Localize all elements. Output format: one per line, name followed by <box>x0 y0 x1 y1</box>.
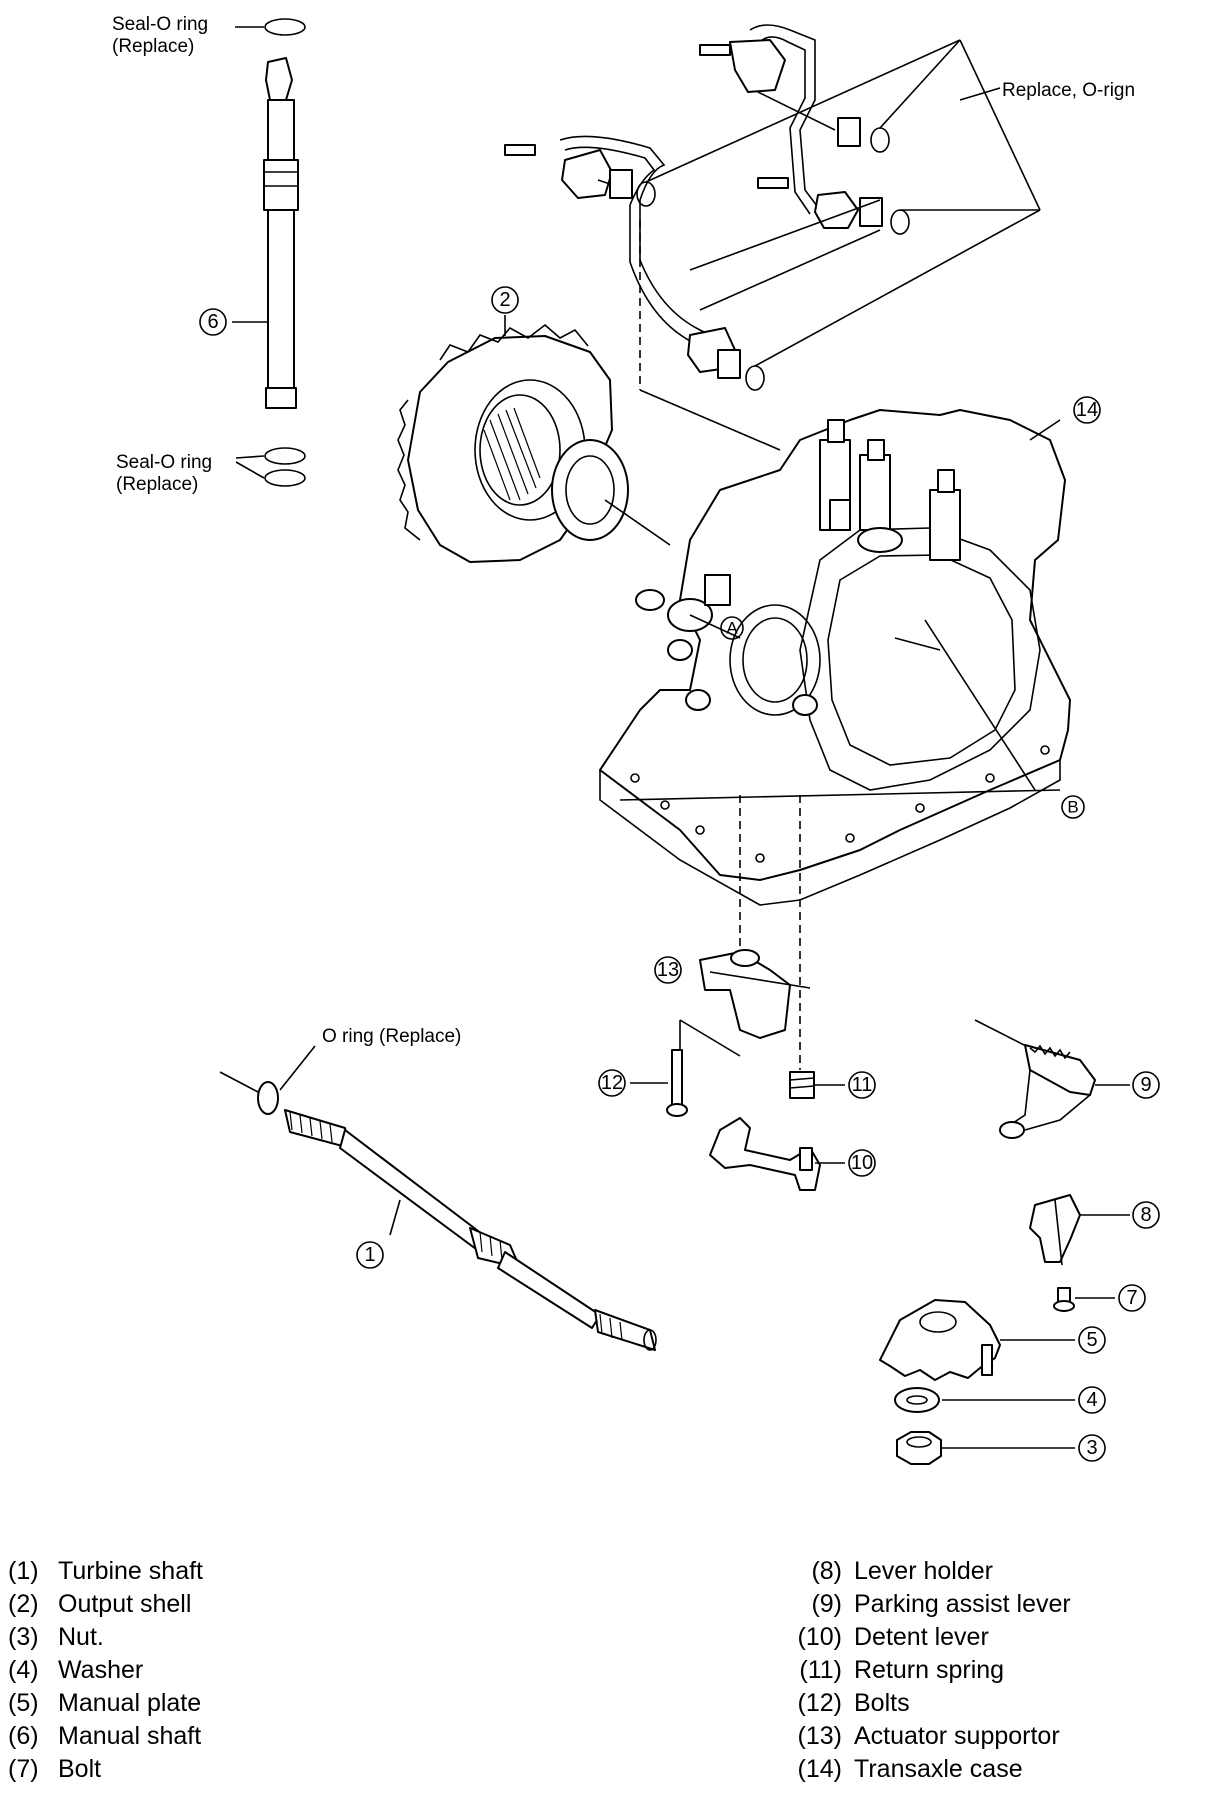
marker-9: 9 <box>1140 1074 1151 1096</box>
marker-12: 12 <box>601 1072 623 1094</box>
parking-assist-lever <box>974 1019 1096 1139</box>
bolts <box>666 1049 688 1117</box>
seal-o-ring-bottom-2 <box>264 469 306 487</box>
oil-pipes <box>504 24 1041 451</box>
marker-3: 3 <box>1086 1437 1097 1459</box>
legend-item: (2)Output shell <box>8 1590 192 1618</box>
marker-14: 14 <box>1076 399 1098 421</box>
marker-4: 4 <box>1086 1389 1097 1411</box>
legend-left: (1)Turbine shaft (2)Output shell (3)Nut.… <box>8 1555 203 1786</box>
manual-shaft <box>232 18 306 487</box>
marker-13: 13 <box>657 959 679 981</box>
exploded-parts-diagram: Seal-O ring (Replace) Seal-O ring (Repla… <box>112 14 1160 1465</box>
legend-item: (13)Actuator supportor <box>797 1722 1060 1750</box>
legend-item: (7)Bolt <box>8 1755 102 1783</box>
washer <box>894 1387 940 1413</box>
output-shell <box>397 323 671 563</box>
actuator-supportor <box>679 949 791 1057</box>
seal-bottom-label-1: Seal-O ring <box>116 452 212 473</box>
legend-item: (11)Return spring <box>799 1656 1005 1684</box>
transaxle-case <box>599 409 1071 1070</box>
replace-orign-label: Replace, O-rign <box>1002 80 1135 101</box>
manual-plate <box>879 1299 1001 1381</box>
legend-right: (8)Lever holder (9)Parking assist lever … <box>780 1555 1071 1786</box>
legend-item: (1)Turbine shaft <box>8 1557 203 1585</box>
bolt <box>1053 1287 1075 1312</box>
seal-top-label-1: Seal-O ring <box>112 14 208 35</box>
marker-1: 1 <box>364 1244 375 1266</box>
marker-a: A <box>726 619 738 638</box>
seal-o-ring-top <box>264 18 306 36</box>
seal-bottom-label-2: (Replace) <box>116 474 198 495</box>
legend-item: (10)Detent lever <box>797 1623 989 1651</box>
marker-6: 6 <box>207 311 218 333</box>
leader-lines <box>630 971 1130 1449</box>
marker-5: 5 <box>1086 1329 1097 1351</box>
number-markers: 2 6 13 12 11 10 9 8 7 5 4 3 1 <box>199 286 1160 1462</box>
legend-item: (3)Nut. <box>8 1623 104 1651</box>
oring-replace-label: O ring (Replace) <box>322 1026 461 1047</box>
marker-8: 8 <box>1140 1204 1151 1226</box>
legend-item: (5)Manual plate <box>8 1689 202 1717</box>
seal-o-ring-bottom-1 <box>264 447 306 465</box>
marker-10: 10 <box>851 1152 873 1174</box>
return-spring <box>789 1071 815 1099</box>
marker-b: B <box>1067 798 1078 817</box>
o-ring <box>257 1081 279 1115</box>
seal-top-label-2: (Replace) <box>112 36 194 57</box>
legend-item: (14)Transaxle case <box>797 1755 1023 1783</box>
legend-item: (12)Bolts <box>797 1689 910 1717</box>
legend-item: (4)Washer <box>8 1656 144 1684</box>
marker-7: 7 <box>1126 1287 1137 1309</box>
nut <box>896 1431 942 1465</box>
turbine-shaft <box>219 1045 657 1351</box>
lever-holder <box>1029 1194 1081 1266</box>
marker-2: 2 <box>499 289 510 311</box>
legend-item: (8)Lever holder <box>811 1557 993 1585</box>
legend-item: (6)Manual shaft <box>8 1722 202 1750</box>
marker-11: 11 <box>852 1074 873 1096</box>
legend-item: (9)Parking assist lever <box>811 1590 1071 1618</box>
detent-lever <box>709 1117 821 1191</box>
